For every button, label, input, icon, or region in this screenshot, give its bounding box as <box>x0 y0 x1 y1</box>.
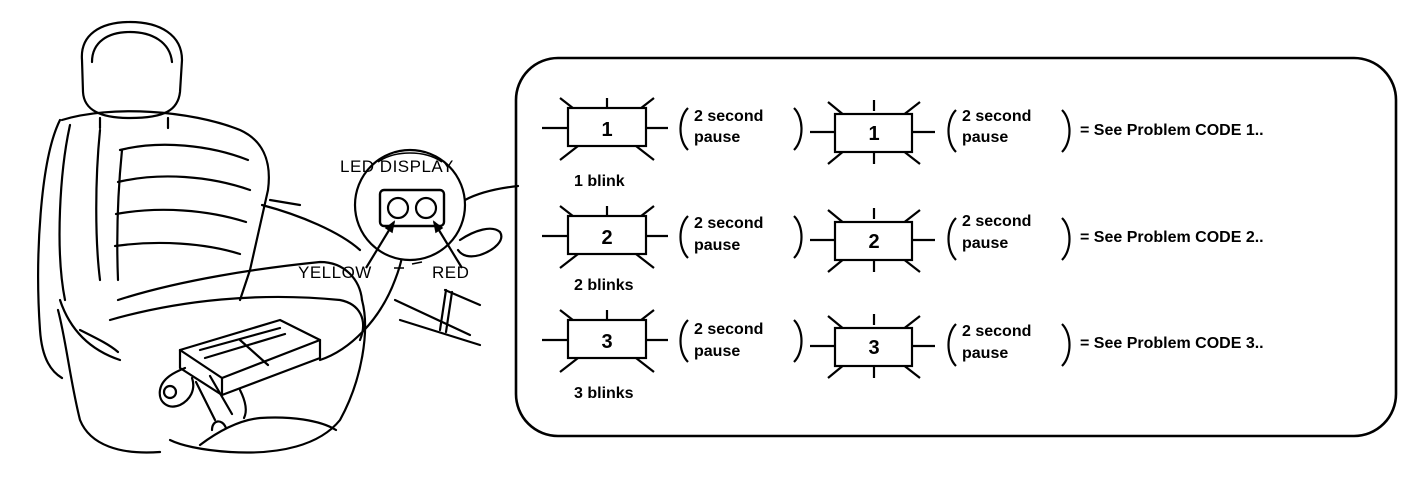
blink-code-panel <box>514 56 1398 438</box>
code-digit-1a: 1 <box>601 119 612 141</box>
code-digit-2a: 2 <box>601 227 612 249</box>
code-row-2: 2 2 blinks 2 second pause 2 2 second pau… <box>542 205 1264 294</box>
pause-label-2a: pause <box>694 237 740 254</box>
pause-label-2b: pause <box>962 235 1008 252</box>
code-row-3: 3 3 blinks 2 second pause 3 2 second pau… <box>542 309 1264 402</box>
pause-text-3b: 2 second <box>962 323 1031 340</box>
blink-count-1: 1 blink <box>574 173 625 190</box>
pause-text-1b: 2 second <box>962 108 1031 125</box>
blink-box-icon <box>810 314 935 379</box>
blink-box-icon <box>542 309 668 373</box>
blink-count-2: 2 blinks <box>574 277 634 294</box>
code-digit-2b: 2 <box>868 231 879 253</box>
led-display-label: LED DISPLAY <box>340 157 454 176</box>
pause-text-3a: 2 second <box>694 321 763 338</box>
yellow-led-icon <box>386 196 410 220</box>
code-digit-1b: 1 <box>868 123 879 145</box>
pause-text-2b: 2 second <box>962 213 1031 230</box>
blink-box-icon <box>810 208 935 273</box>
blink-count-3: 3 blinks <box>574 385 634 402</box>
yellow-label: YELLOW <box>298 263 372 282</box>
code-row-1: 1 1 blink 2 second pause 1 2 second paus… <box>542 97 1264 190</box>
pause-label-3a: pause <box>694 343 740 360</box>
pause-label-1a: pause <box>694 129 740 146</box>
blink-box-icon <box>542 97 668 161</box>
result-text-2: = See Problem CODE 2.. <box>1080 229 1264 246</box>
blink-box-icon <box>810 100 935 165</box>
result-text-1: = See Problem CODE 1.. <box>1080 122 1264 139</box>
red-led-icon <box>414 196 438 220</box>
result-text-3: = See Problem CODE 3.. <box>1080 335 1264 352</box>
pause-label-1b: pause <box>962 129 1008 146</box>
led-display-callout: LED DISPLAY YELLOW RED <box>298 148 469 282</box>
code-digit-3a: 3 <box>601 331 612 353</box>
code-digit-3b: 3 <box>868 337 879 359</box>
pause-label-3b: pause <box>962 345 1008 362</box>
pause-text-1a: 2 second <box>694 108 763 125</box>
seat-illustration <box>37 20 520 454</box>
blink-box-icon <box>542 205 668 269</box>
pause-text-2a: 2 second <box>694 215 763 232</box>
red-label: RED <box>432 263 469 282</box>
